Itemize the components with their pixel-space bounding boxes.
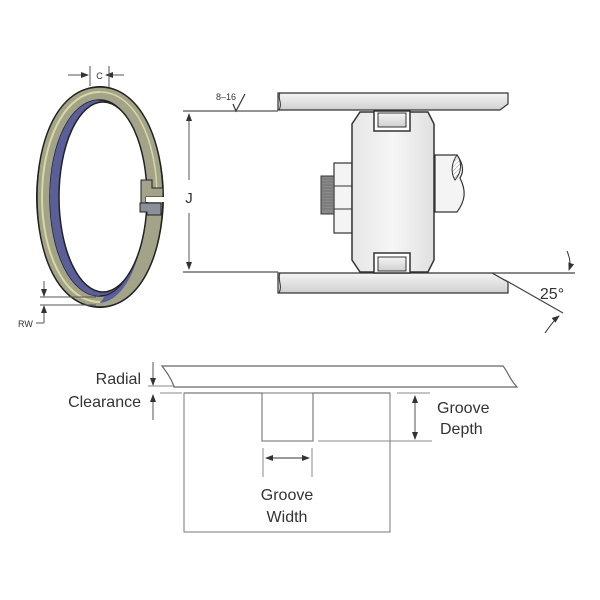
rw-dimension: RW xyxy=(18,281,96,329)
wear-ring-bottom xyxy=(377,256,407,272)
bore-wall-section xyxy=(160,365,519,388)
nut xyxy=(320,162,353,234)
surface-finish-symbol: 8–16 xyxy=(216,92,236,102)
ring-view: C RW xyxy=(18,66,164,329)
j-dimension: J xyxy=(185,113,193,270)
piston-body xyxy=(351,111,435,273)
radial-clearance-dimension: Radial Clearance xyxy=(68,362,175,420)
groove-width-dimension: Groove Width xyxy=(261,448,314,526)
surface-finish-label: 8–16 xyxy=(216,92,236,102)
split-ring xyxy=(36,86,164,308)
chamfer-angle-dimension: 25° xyxy=(492,250,575,334)
chamfer-angle-label: 25° xyxy=(540,286,564,303)
groove-depth-label-2: Depth xyxy=(440,421,483,438)
groove-depth-dimension: Groove Depth xyxy=(412,395,490,440)
c-label: C xyxy=(96,71,103,81)
groove-width-label-1: Groove xyxy=(261,487,314,504)
assembly-view: 8–16 J xyxy=(183,92,575,334)
cylinder-wall-top xyxy=(277,92,509,111)
piston-section xyxy=(183,392,391,533)
rw-label: RW xyxy=(18,319,33,329)
radial-clearance-label-1: Radial xyxy=(96,371,141,388)
groove-view: Radial Clearance Groove Depth Groove Wid… xyxy=(68,362,519,533)
groove-width-label-2: Width xyxy=(267,509,308,526)
cylinder-wall-bottom xyxy=(277,272,509,294)
wear-ring-top xyxy=(377,112,407,128)
radial-clearance-label-2: Clearance xyxy=(68,394,141,411)
piston-rod xyxy=(434,154,465,213)
groove-depth-label-1: Groove xyxy=(437,400,490,417)
j-label: J xyxy=(185,190,193,207)
groove-profile xyxy=(184,392,390,442)
